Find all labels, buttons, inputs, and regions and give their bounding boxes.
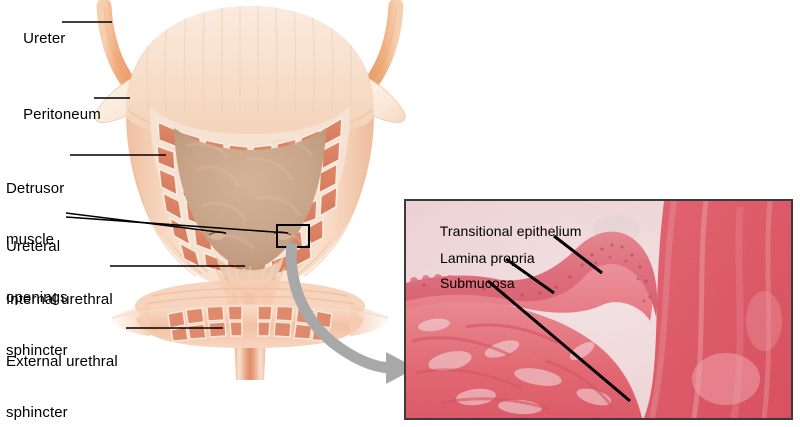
bladder-dome-serosa (126, 6, 374, 140)
inset-leader-submucosa (487, 279, 631, 403)
inset-leader-lines (487, 234, 631, 403)
histology-micrograph (406, 201, 791, 418)
label-detrusor-muscle: Detrusor muscle (6, 146, 64, 282)
label-ureter: Ureter (6, 13, 65, 64)
label-submucosa-text: Submucosa (439, 275, 515, 291)
leader-ureteral-right (65, 216, 289, 234)
sphincter-fade-right (350, 306, 392, 336)
pelvic-floor-striation-2 (145, 295, 355, 305)
label-detrusor-muscle-line-1: Detrusor (6, 180, 65, 197)
label-external-urethral-sphincter: External urethral sphincter (6, 319, 118, 427)
mucosal-rugae (185, 139, 314, 251)
label-peritoneum-line-1: Peritoneum (23, 106, 101, 123)
label-ureteral-openings: Ureteral openings (6, 204, 68, 340)
label-lamina-propria-text: Lamina propria (439, 250, 535, 266)
label-ureteral-openings-line-2: openings (6, 289, 68, 306)
label-external-urethral-sphincter-line-2: sphincter (6, 404, 68, 421)
label-internal-urethral-sphincter-line-1: Internal urethral (6, 291, 113, 308)
label-transitional-epithelium: Transitional epithelium (416, 207, 582, 255)
histology-inset-panel: Transitional epithelium Lamina propria S… (404, 199, 793, 420)
label-peritoneum: Peritoneum (6, 89, 101, 140)
callout-arrow (285, 242, 416, 384)
label-transitional-epithelium-text: Transitional epithelium (439, 223, 582, 239)
label-ureteral-openings-line-1: Ureteral (6, 238, 61, 255)
label-submucosa: Submucosa (416, 259, 515, 307)
label-lamina-propria: Lamina propria (416, 234, 535, 282)
inset-leader-lamina-propria (505, 257, 555, 295)
leader-lines-left (62, 21, 289, 329)
label-detrusor-muscle-line-2: muscle (6, 231, 55, 248)
label-external-urethral-sphincter-line-1: External urethral (6, 353, 118, 370)
label-internal-urethral-sphincter: Internal urethral sphincter (6, 257, 113, 393)
pelvic-floor-striation-1 (151, 287, 349, 297)
inset-leader-transitional-epithelium (553, 234, 603, 275)
label-ureter-line-1: Ureter (23, 30, 66, 47)
label-internal-urethral-sphincter-line-2: sphincter (6, 342, 68, 359)
